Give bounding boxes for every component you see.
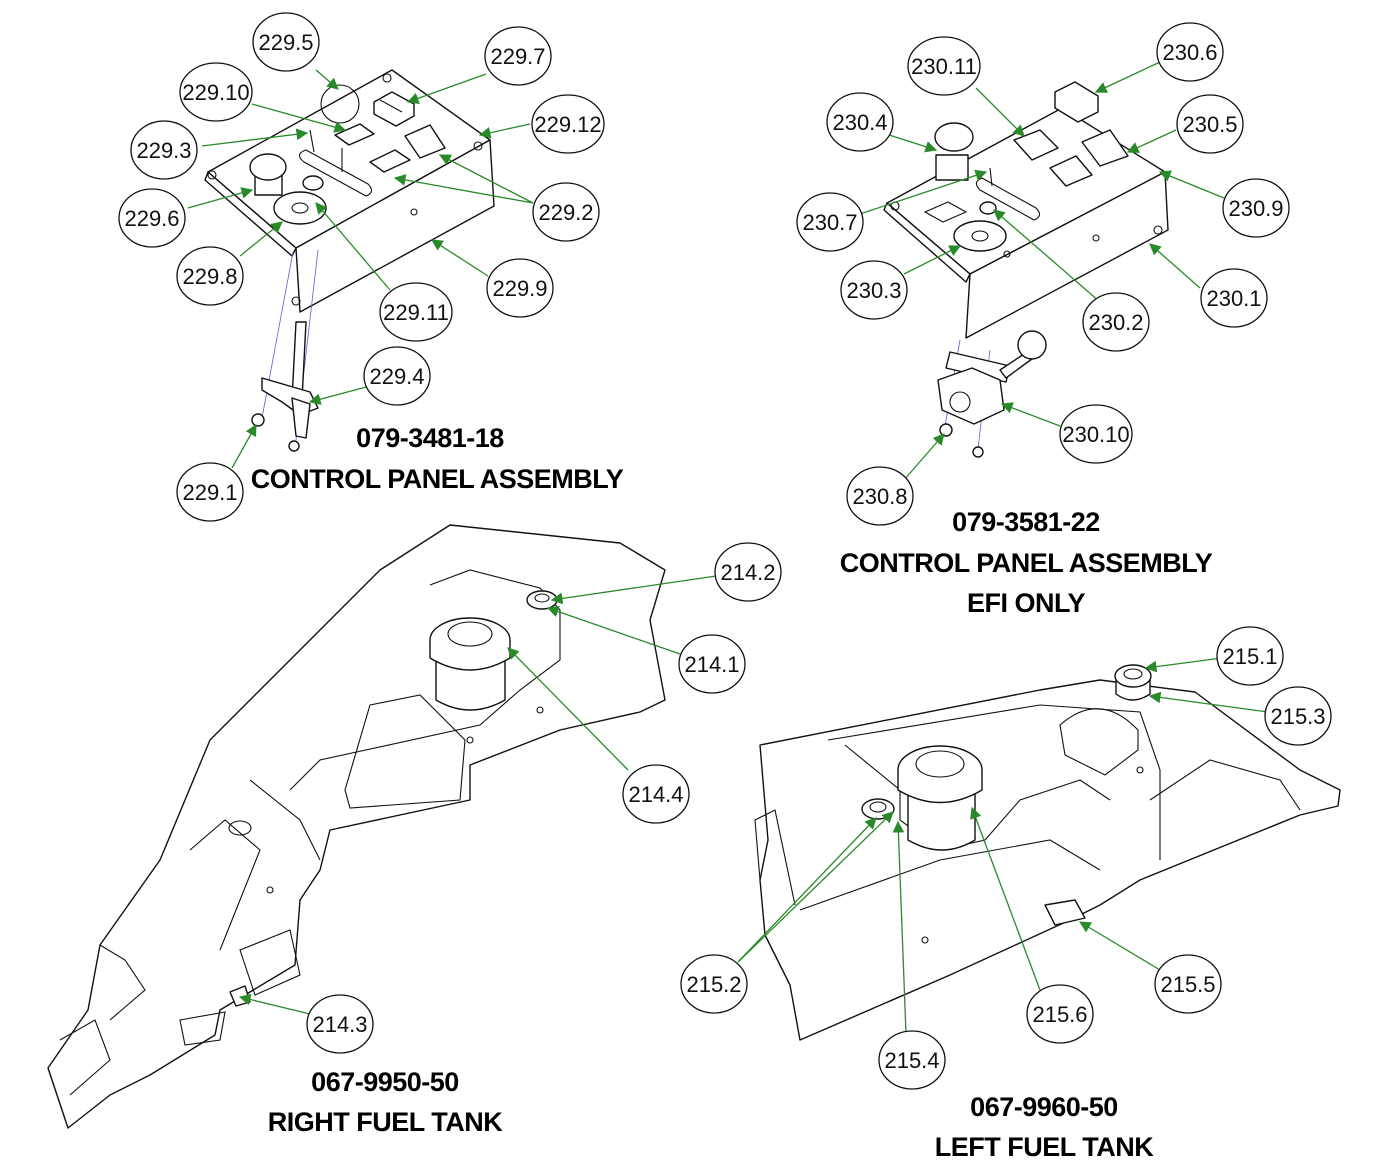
callout-229-7: 229.7 <box>484 26 552 86</box>
svg-text:230.1: 230.1 <box>1206 286 1261 311</box>
svg-text:230.6: 230.6 <box>1162 40 1217 65</box>
svg-text:RIGHT FUEL TANK: RIGHT FUEL TANK <box>268 1107 503 1137</box>
title-control-panel-1: 079-3481-18 CONTROL PANEL ASSEMBLY <box>251 423 625 494</box>
callout-229-11: 229.11 <box>379 282 453 342</box>
title-right-fuel-tank: 067-9950-50 RIGHT FUEL TANK <box>268 1067 504 1137</box>
svg-text:229.8: 229.8 <box>182 264 237 289</box>
callout-214-3: 214.3 <box>306 994 374 1054</box>
svg-text:CONTROL PANEL ASSEMBLY: CONTROL PANEL ASSEMBLY <box>251 464 624 494</box>
svg-text:230.4: 230.4 <box>832 110 887 135</box>
callout-229-1: 229.1 <box>176 462 244 522</box>
callout-229-3: 229.3 <box>130 120 198 180</box>
svg-text:229.6: 229.6 <box>124 206 179 231</box>
callout-229-4: 229.4 <box>363 346 431 406</box>
callout-230-5: 230.5 <box>1176 94 1244 154</box>
svg-text:230.8: 230.8 <box>852 484 907 509</box>
svg-text:229.2: 229.2 <box>538 200 593 225</box>
callout-230-11: 230.11 <box>907 36 981 96</box>
callout-230-6: 230.6 <box>1156 22 1224 82</box>
svg-text:230.11: 230.11 <box>911 54 977 79</box>
callout-214-4: 214.4 <box>622 764 690 824</box>
control-panel-assembly-2-drawing <box>883 81 1169 458</box>
control-panel-assembly-1-drawing <box>204 69 495 452</box>
callout-215-4: 215.4 <box>878 1030 946 1090</box>
title-left-fuel-tank: 067-9960-50 LEFT FUEL TANK <box>935 1092 1155 1162</box>
svg-text:230.5: 230.5 <box>1182 112 1237 137</box>
callout-229-8: 229.8 <box>176 246 244 306</box>
svg-text:229.11: 229.11 <box>383 300 449 325</box>
svg-text:215.1: 215.1 <box>1222 644 1277 669</box>
svg-text:229.9: 229.9 <box>492 276 547 301</box>
callouts: 229.5 229.7 229.10 229.12 229.3 229.6 22… <box>118 12 1332 1090</box>
svg-text:214.4: 214.4 <box>628 782 683 807</box>
callout-230-8: 230.8 <box>846 466 914 526</box>
svg-text:215.2: 215.2 <box>686 972 741 997</box>
left-fuel-tank-drawing <box>754 664 1341 1041</box>
svg-text:CONTROL PANEL ASSEMBLY: CONTROL PANEL ASSEMBLY <box>840 548 1213 578</box>
svg-text:229.7: 229.7 <box>490 44 545 69</box>
svg-text:EFI ONLY: EFI ONLY <box>967 588 1086 618</box>
svg-text:079-3581-22: 079-3581-22 <box>952 507 1100 537</box>
callout-230-2: 230.2 <box>1082 292 1150 352</box>
right-fuel-tank-drawing <box>47 524 666 1129</box>
callout-229-5: 229.5 <box>252 12 320 72</box>
callout-230-7: 230.7 <box>796 192 864 252</box>
callout-229-10: 229.10 <box>179 62 253 122</box>
callout-215-2: 215.2 <box>680 954 748 1014</box>
callout-214-2: 214.2 <box>714 542 782 602</box>
svg-text:229.5: 229.5 <box>258 30 313 55</box>
svg-text:067-9960-50: 067-9960-50 <box>970 1092 1118 1122</box>
svg-text:229.1: 229.1 <box>182 480 237 505</box>
callout-229-2: 229.2 <box>532 182 600 242</box>
callout-215-6: 215.6 <box>1026 984 1094 1044</box>
callout-215-1: 215.1 <box>1216 626 1284 686</box>
callout-230-4: 230.4 <box>826 92 894 152</box>
svg-text:229.12: 229.12 <box>534 112 601 137</box>
svg-text:215.4: 215.4 <box>884 1048 939 1073</box>
callout-230-3: 230.3 <box>840 260 908 320</box>
callout-230-10: 230.10 <box>1059 404 1133 464</box>
svg-text:079-3481-18: 079-3481-18 <box>356 423 504 453</box>
leader-lines <box>187 61 1269 1035</box>
svg-text:214.2: 214.2 <box>720 560 775 585</box>
callout-230-1: 230.1 <box>1200 268 1268 328</box>
svg-text:215.6: 215.6 <box>1032 1002 1087 1027</box>
callout-215-5: 215.5 <box>1154 954 1222 1014</box>
callout-230-9: 230.9 <box>1222 178 1290 238</box>
svg-text:230.9: 230.9 <box>1228 196 1283 221</box>
svg-text:215.5: 215.5 <box>1160 972 1215 997</box>
svg-text:067-9950-50: 067-9950-50 <box>311 1067 459 1097</box>
callout-229-9: 229.9 <box>486 258 554 318</box>
callout-214-1: 214.1 <box>678 634 746 694</box>
svg-text:229.3: 229.3 <box>136 138 191 163</box>
callout-229-12: 229.12 <box>531 94 605 154</box>
svg-text:229.4: 229.4 <box>369 364 424 389</box>
svg-text:214.3: 214.3 <box>312 1012 367 1037</box>
callout-229-6: 229.6 <box>118 188 186 248</box>
callout-215-3: 215.3 <box>1264 686 1332 746</box>
svg-text:214.1: 214.1 <box>684 652 739 677</box>
svg-text:229.10: 229.10 <box>182 80 249 105</box>
svg-text:230.10: 230.10 <box>1062 422 1129 447</box>
svg-text:215.3: 215.3 <box>1270 704 1325 729</box>
title-control-panel-2: 079-3581-22 CONTROL PANEL ASSEMBLY EFI O… <box>840 507 1214 618</box>
svg-text:230.3: 230.3 <box>846 278 901 303</box>
svg-text:230.2: 230.2 <box>1088 310 1143 335</box>
svg-text:230.7: 230.7 <box>802 210 857 235</box>
svg-text:LEFT FUEL TANK: LEFT FUEL TANK <box>935 1132 1154 1162</box>
